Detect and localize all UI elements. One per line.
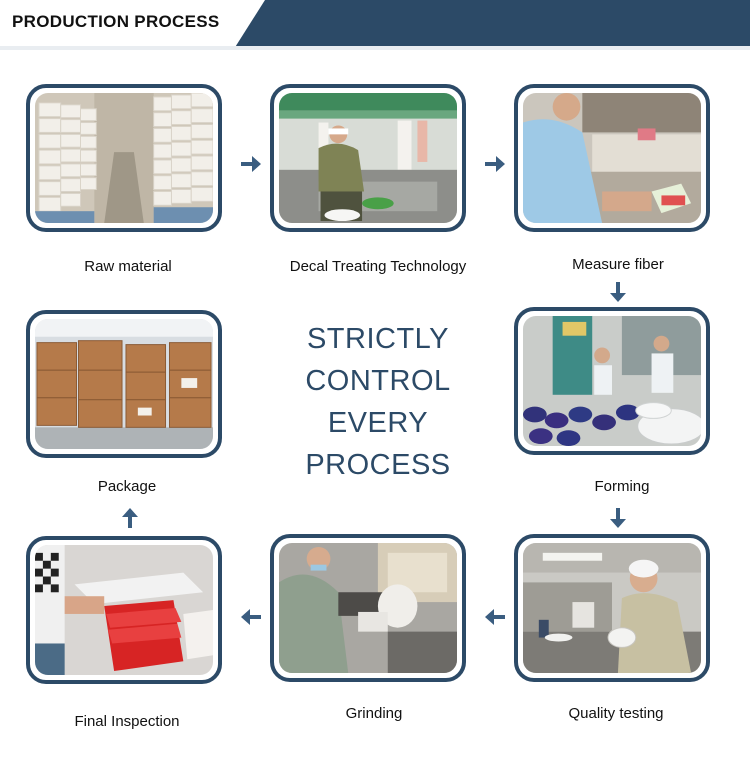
step-card-quality-testing xyxy=(514,534,710,682)
package-photo xyxy=(35,319,213,449)
grinding-photo xyxy=(279,543,457,673)
slogan-line: PROCESS xyxy=(305,449,451,481)
final-inspection-photo xyxy=(35,545,213,675)
measure-fiber-photo xyxy=(523,93,701,223)
page-title: PRODUCTION PROCESS xyxy=(12,12,220,31)
arrow-left-icon xyxy=(483,605,507,629)
step-label-package: Package xyxy=(97,478,157,495)
step-card-final-inspection xyxy=(26,536,222,684)
step-label-quality-testing: Quality testing xyxy=(568,705,664,722)
slogan-line: EVERY xyxy=(327,407,429,439)
arrow-right-icon xyxy=(483,152,507,176)
header-banner: PRODUCTION PROCESS xyxy=(0,0,750,46)
step-card-raw-material xyxy=(26,84,222,232)
step-label-forming: Forming xyxy=(594,478,650,495)
step-label-measure-fiber: Measure fiber xyxy=(572,256,664,273)
step-label-final-inspection: Final Inspection xyxy=(74,713,180,730)
arrow-down-icon xyxy=(606,506,630,530)
step-card-decal-treating xyxy=(270,84,466,232)
step-label-grinding: Grinding xyxy=(345,705,403,722)
arrow-down-icon xyxy=(606,280,630,304)
arrow-up-icon xyxy=(118,506,142,530)
slogan-text: STRICTLY CONTROL EVERY PROCESS xyxy=(278,318,478,486)
step-label-raw-material: Raw material xyxy=(84,258,172,275)
forming-photo xyxy=(523,316,701,446)
step-card-package xyxy=(26,310,222,458)
step-card-grinding xyxy=(270,534,466,682)
arrow-left-icon xyxy=(239,605,263,629)
step-card-forming xyxy=(514,307,710,455)
step-card-measure-fiber xyxy=(514,84,710,232)
header-divider xyxy=(0,46,750,50)
header-light-tab xyxy=(0,0,265,46)
arrow-right-icon xyxy=(239,152,263,176)
slogan-line: CONTROL xyxy=(305,365,451,397)
slogan-line: STRICTLY xyxy=(306,323,450,355)
quality-testing-photo xyxy=(523,543,701,673)
raw-material-photo xyxy=(35,93,213,223)
step-label-decal-treating: Decal Treating Technology xyxy=(289,258,467,275)
decal-treating-photo xyxy=(279,93,457,223)
